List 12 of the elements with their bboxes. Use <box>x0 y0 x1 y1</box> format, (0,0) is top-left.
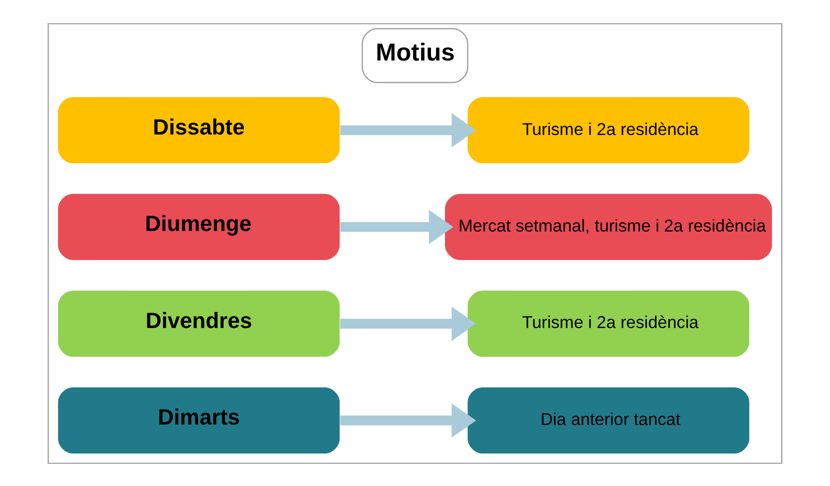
node-box: Dia anterior tancat <box>468 386 750 453</box>
arrow <box>340 209 454 244</box>
arrow <box>340 306 476 340</box>
arrow <box>340 112 476 147</box>
node-box: Turisme i 2a residència <box>468 290 750 356</box>
node-box: Dissabte <box>58 96 340 163</box>
node-box: Divendres <box>58 290 340 356</box>
node-box: Turisme i 2a residència <box>468 96 750 163</box>
node-box: Diumenge <box>58 193 340 260</box>
node-box: Dimarts <box>58 386 340 453</box>
node-box: Mercat setmanal, turisme i 2a residència <box>445 193 772 260</box>
arrow <box>340 402 476 438</box>
